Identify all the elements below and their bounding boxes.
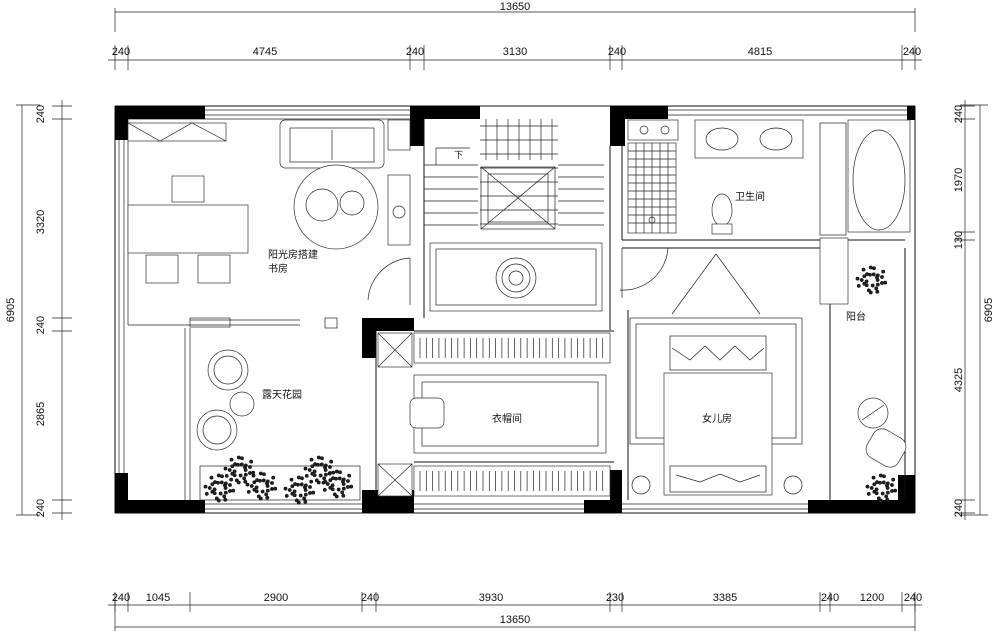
- bathroom-fixtures: [619, 119, 911, 298]
- cloakroom-furniture: [377, 332, 611, 497]
- dim-bottom-seg-5: 3930: [479, 592, 503, 604]
- dim-left-seg-1: 240: [35, 105, 47, 123]
- side-table: [857, 397, 889, 429]
- dim-left-seg-5: 240: [35, 499, 47, 517]
- wardrobe-top: [413, 332, 611, 364]
- dim-right-total: 6905: [983, 298, 995, 322]
- room-label-bathroom: 卫生间: [735, 190, 765, 203]
- dim-left-seg-2: 3320: [35, 210, 47, 234]
- dim-bottom-seg-1: 240: [112, 592, 130, 604]
- sink: [705, 127, 739, 151]
- column: [362, 318, 376, 358]
- dim-left-seg-4: 2865: [35, 402, 47, 426]
- desk: [127, 204, 249, 254]
- dim-top-seg-3: 240: [406, 46, 424, 58]
- dim-top-seg-2: 4745: [253, 46, 277, 58]
- vanity: [694, 119, 804, 159]
- column: [410, 106, 480, 119]
- column: [907, 106, 915, 120]
- room-label-daughter-room: 女儿房: [702, 412, 732, 425]
- dim-bottom-seg-9: 1200: [860, 592, 884, 604]
- column: [610, 106, 625, 146]
- dim-bottom-seg-3: 2900: [264, 592, 288, 604]
- sink: [759, 127, 793, 151]
- plants: [203, 265, 898, 505]
- dim-right-seg-2: 1970: [953, 168, 965, 192]
- column: [115, 500, 205, 513]
- dim-bottom-seg-7: 3385: [713, 592, 737, 604]
- dim-bottom-seg-10: 240: [904, 592, 922, 604]
- floor-medallion: [495, 257, 537, 299]
- sunroom-furniture: [127, 119, 411, 305]
- dim-right-seg-4: 4325: [953, 368, 965, 392]
- dim-left-seg-3: 240: [35, 316, 47, 334]
- walls: [114, 105, 916, 514]
- dim-top-seg-1: 240: [112, 46, 130, 58]
- wardrobe-bottom: [413, 465, 611, 497]
- room-label-study: 书房: [268, 262, 288, 275]
- dim-top-total: 13650: [500, 1, 531, 13]
- column: [610, 470, 622, 513]
- round-table: [293, 164, 379, 250]
- dim-right-seg-5: 240: [953, 499, 965, 517]
- dim-bottom-seg-2: 1045: [146, 592, 170, 604]
- dim-top-seg-7: 240: [903, 46, 921, 58]
- dim-right-seg-1: 240: [953, 105, 965, 123]
- island: [413, 374, 607, 454]
- garden-table: [229, 391, 255, 417]
- cabinet: [127, 122, 227, 142]
- dim-top-seg-5: 240: [608, 46, 626, 58]
- balcony-furniture: [819, 237, 907, 468]
- column: [808, 500, 915, 513]
- nightstand: [631, 475, 651, 495]
- dim-top-seg-4: 3130: [503, 46, 527, 58]
- chair: [197, 254, 231, 284]
- room-label-cloakroom: 衣帽间: [492, 412, 522, 425]
- landing: [429, 242, 603, 312]
- column: [115, 106, 205, 119]
- column: [410, 106, 424, 146]
- dim-bottom-seg-4: 240: [361, 592, 379, 604]
- dim-right-seg-3: 130: [953, 231, 965, 249]
- nightstand: [783, 475, 803, 495]
- room-label-sunroom: 阳光房搭建: [268, 248, 318, 261]
- daughter-room-furniture: [629, 253, 803, 496]
- column: [898, 475, 915, 513]
- dim-bottom-seg-8: 240: [821, 592, 839, 604]
- lounge-chair: [865, 428, 907, 468]
- dim-bottom-total: 13650: [500, 614, 531, 626]
- dim-top-seg-6: 4815: [748, 46, 772, 58]
- staircase: 下: [424, 119, 604, 312]
- room-label-garden: 露天花园: [262, 388, 302, 401]
- chair: [145, 254, 179, 284]
- bathtub: [847, 119, 911, 233]
- stair-down-label: 下: [454, 151, 463, 161]
- room-label-balcony: 阳台: [846, 310, 866, 323]
- stool: [409, 397, 445, 429]
- dimension-lines: [16, 8, 988, 631]
- dim-left-total: 6905: [5, 298, 17, 322]
- toilet: [711, 193, 733, 227]
- garden-furniture: [196, 349, 361, 501]
- dim-bottom-seg-6: 230: [606, 592, 624, 604]
- chair: [171, 175, 205, 203]
